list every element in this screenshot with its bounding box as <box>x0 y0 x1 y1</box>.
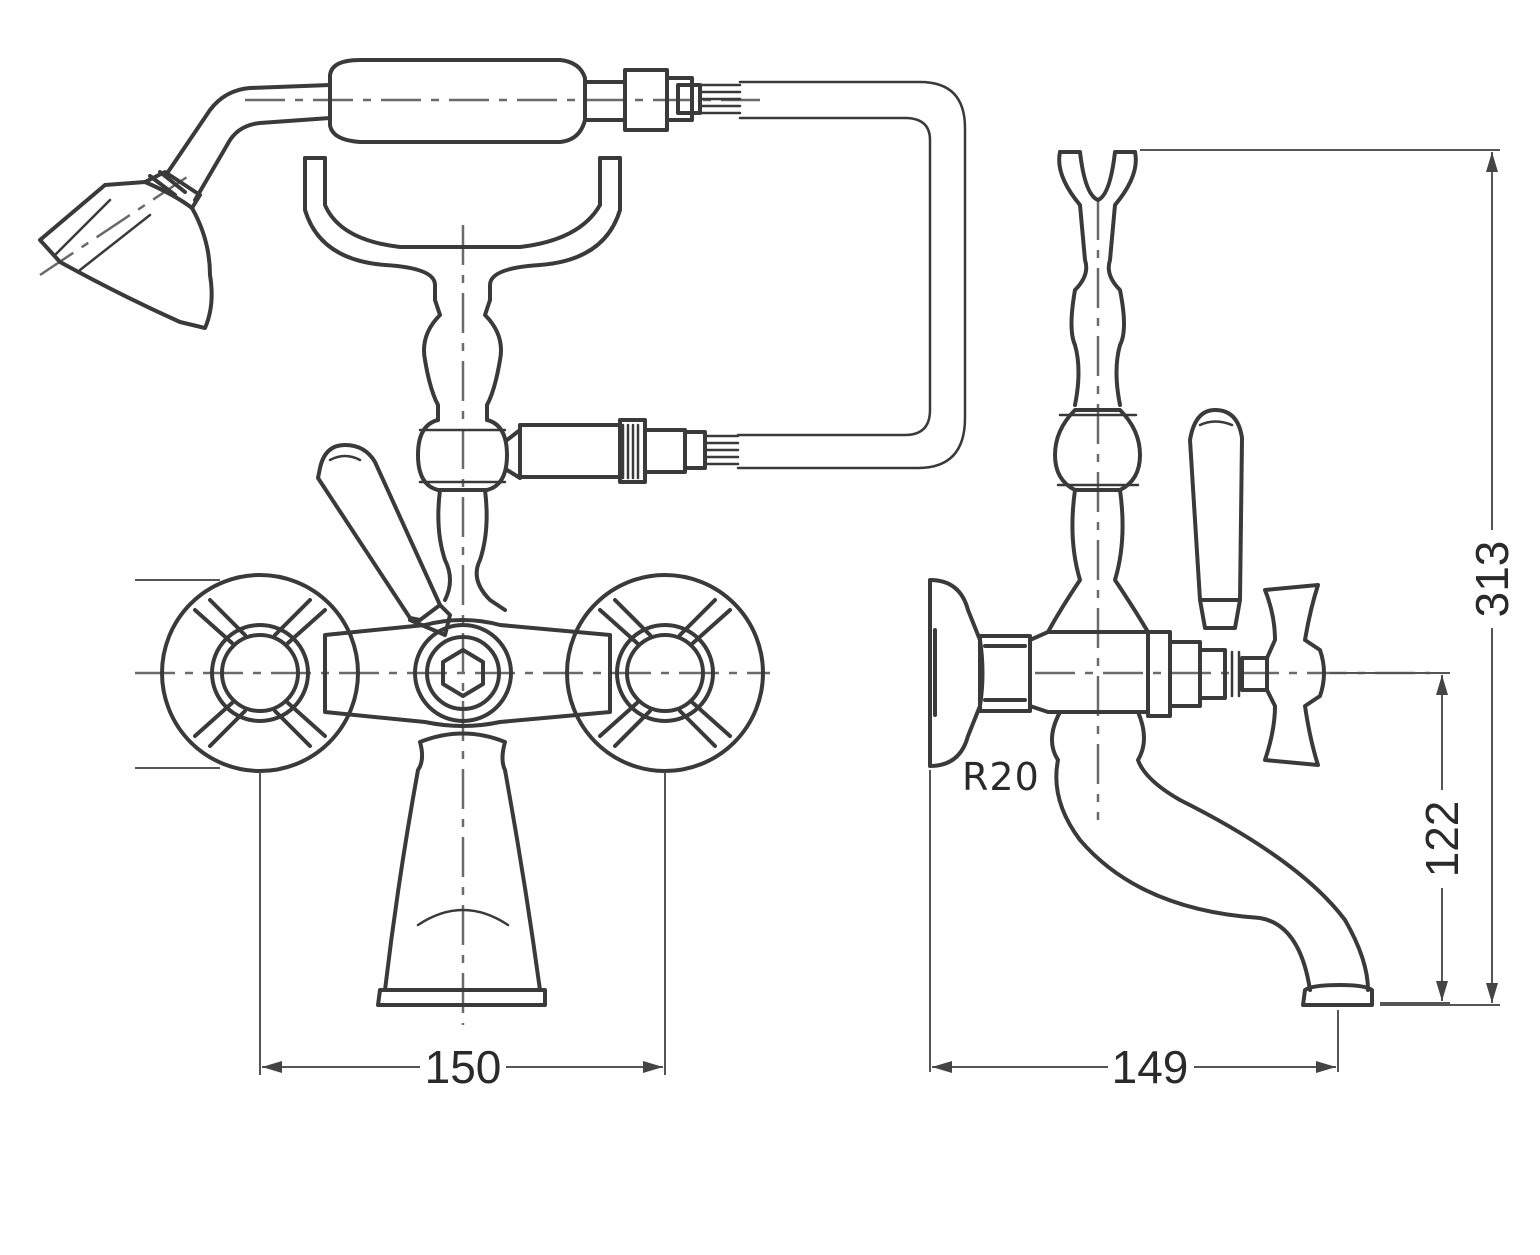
shower-head <box>38 170 214 330</box>
spout-height-dimension-label: 122 <box>1416 801 1468 878</box>
wall-rosette <box>928 578 1032 768</box>
side-column <box>1046 150 1150 634</box>
side-spout <box>1050 710 1374 1007</box>
handset <box>328 58 742 144</box>
diverter-lever <box>316 443 452 637</box>
shower-hose <box>736 80 967 470</box>
handset-cradle <box>303 156 622 302</box>
width-dimension-label: 150 <box>425 1041 502 1093</box>
side-view: 149 313 122 R20 <box>928 149 1518 1093</box>
side-valve-handle <box>1146 583 1326 767</box>
radius-label: R20 <box>962 755 1040 799</box>
hose-connector <box>505 418 740 484</box>
right-cross-handle <box>565 573 765 773</box>
central-column <box>416 298 509 612</box>
total-height-dimension-label: 313 <box>1466 541 1518 618</box>
side-lever <box>1188 408 1244 630</box>
left-cross-handle <box>160 573 360 773</box>
front-spout <box>376 731 547 1007</box>
mixer-body <box>323 618 612 728</box>
front-view: 150 <box>38 58 967 1093</box>
depth-dimension-label: 149 <box>1112 1041 1189 1093</box>
